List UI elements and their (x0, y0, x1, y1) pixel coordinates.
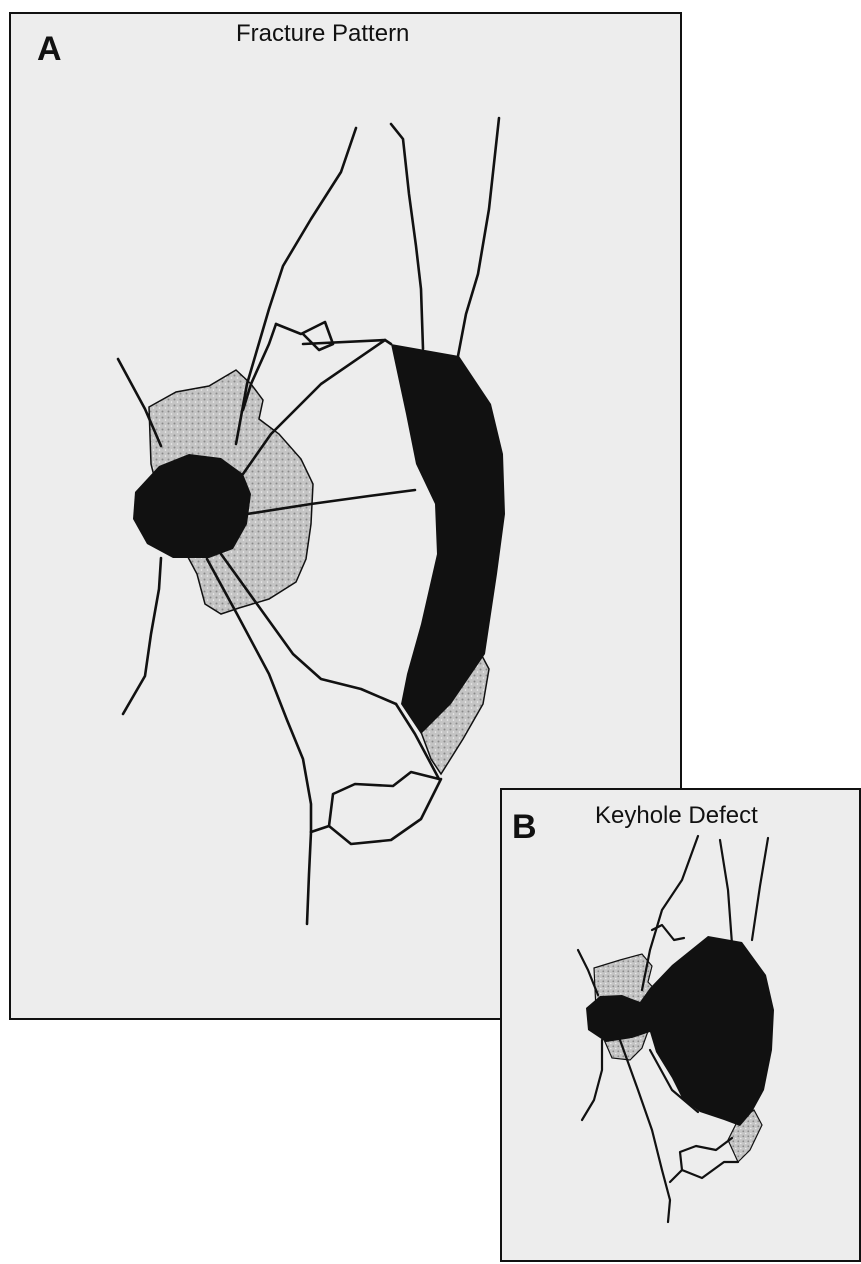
entry-defect (133, 454, 251, 558)
panel-b-keyhole-defect: B Keyhole Defect (500, 788, 861, 1262)
keyhole-defect-drawing (502, 790, 861, 1264)
